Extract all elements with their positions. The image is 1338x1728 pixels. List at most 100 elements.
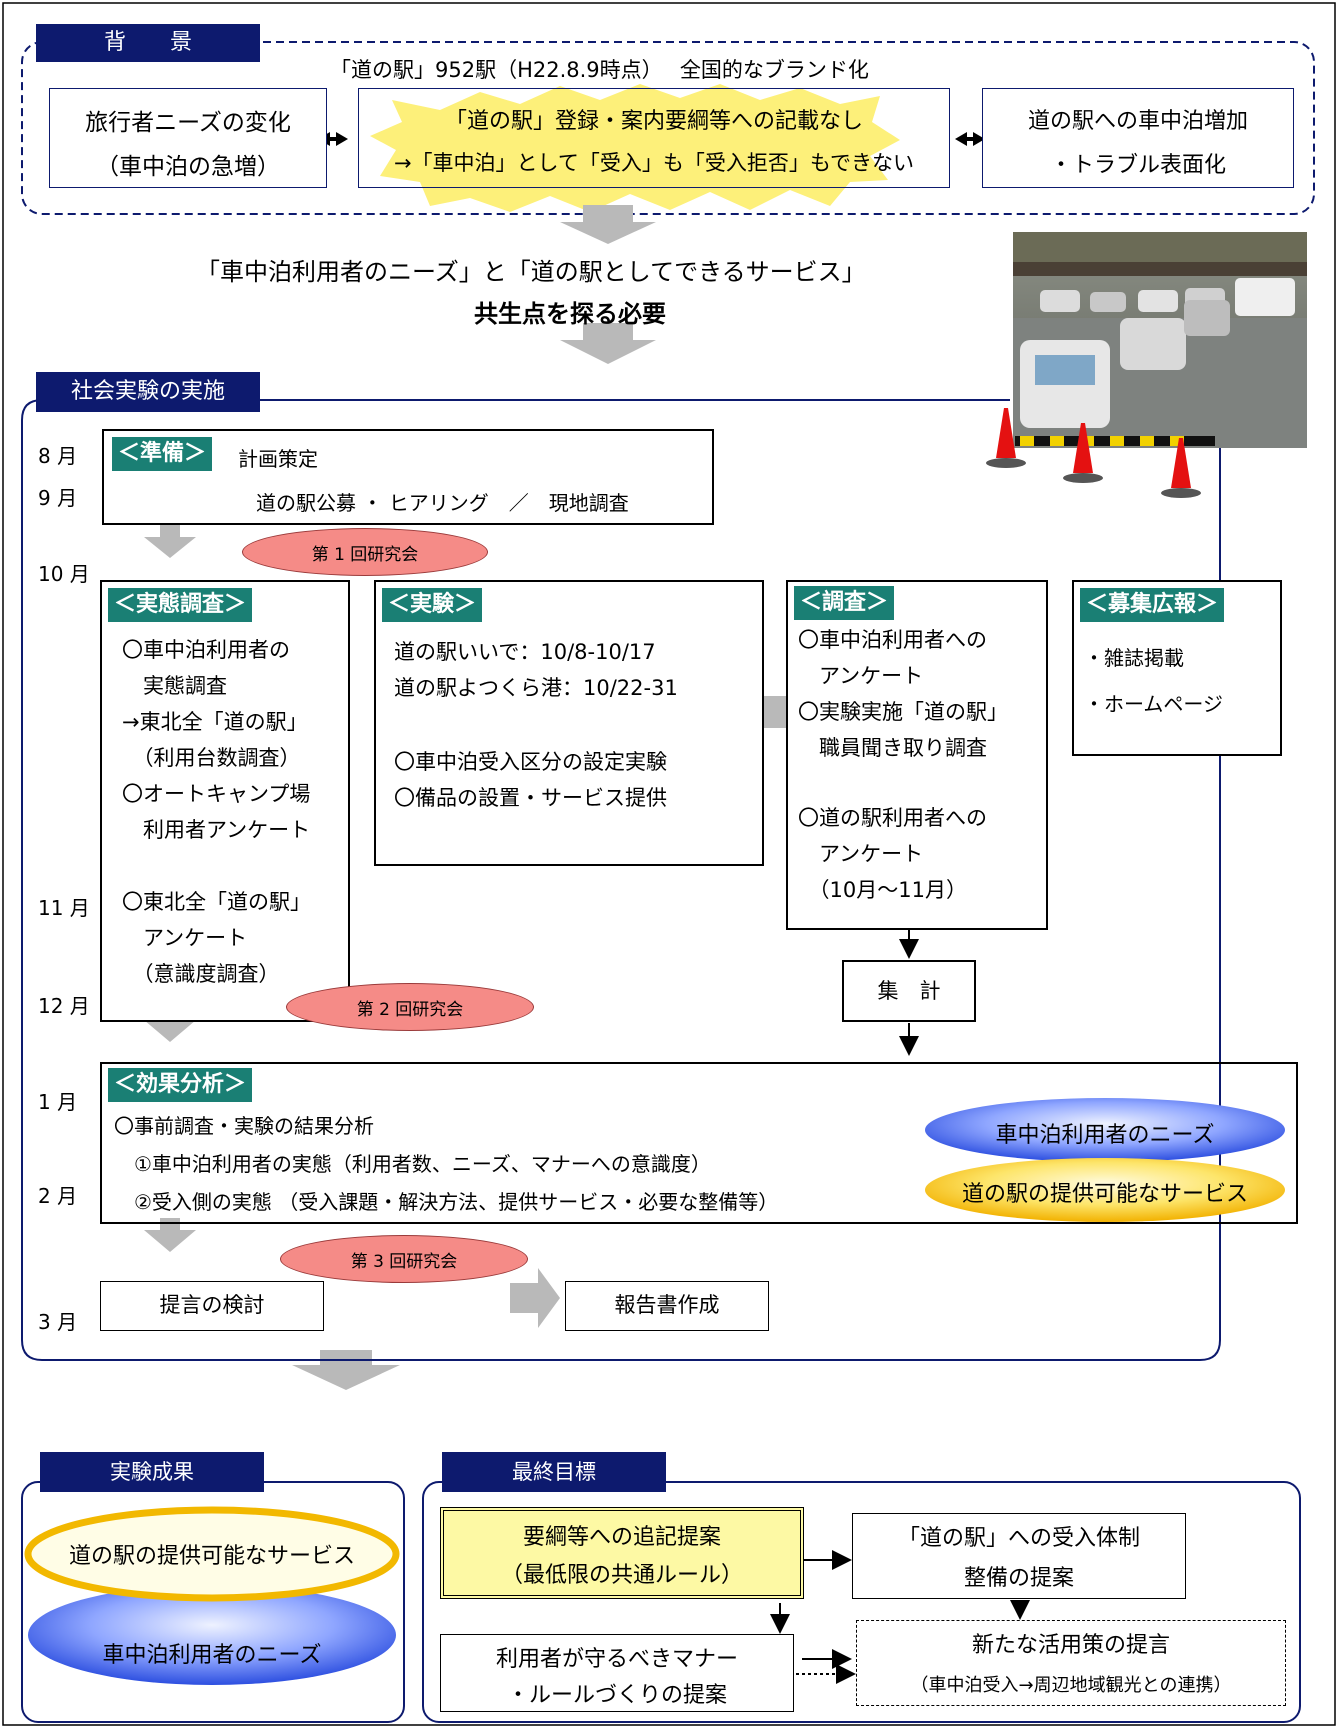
- meeting-2-label: 第 2 回研究会: [356, 999, 464, 1020]
- proposal-review-box: 提言の検討: [100, 1281, 324, 1331]
- guideline-proposal-box: 要綱等への追記提案 （最低限の共通ルール）: [440, 1507, 804, 1599]
- guideline-proposal-line2: （最低限の共通ルール）: [500, 1563, 743, 1588]
- highlight-burst: [370, 84, 900, 212]
- traffic-cone-icon: [1063, 423, 1103, 483]
- aggregate-label: 集 計: [877, 979, 941, 1003]
- meeting-3-label: 第 3 回研究会: [350, 1251, 458, 1272]
- background-frame: [21, 41, 1315, 215]
- gray-arrow-6: [292, 1350, 400, 1390]
- results-tab-label: 実験成果: [110, 1460, 194, 1484]
- survey-list-top: 〇車中泊利用者への アンケート 〇実験実施「道の駅」 職員聞き取り調査: [798, 622, 1008, 766]
- month-feb: 2 月: [38, 1184, 78, 1208]
- manner-rules-line1: 利用者が守るべきマナー: [495, 1647, 738, 1672]
- gray-arrow-5: [144, 1218, 196, 1252]
- no-guideline-line2: →「車中泊」として「受入」も「受入拒否」もできない: [393, 151, 915, 175]
- results-yellow-oval: [24, 1506, 400, 1602]
- survey-item: （10月～11月）: [798, 878, 967, 902]
- meeting-1-label: 第 1 回研究会: [311, 544, 419, 565]
- trial-line3: 〇車中泊受入区分の設定実験: [394, 750, 667, 774]
- traffic-cone-icon: [986, 408, 1026, 468]
- actual-survey-label: ＜実態調査＞: [108, 588, 253, 622]
- analysis-yellow-oval-label: 道の駅の提供可能なサービス: [961, 1182, 1248, 1207]
- month-dec: 12 月: [38, 994, 90, 1018]
- analysis-label: ＜効果分析＞: [108, 1068, 253, 1102]
- month-aug: 8 月: [38, 444, 78, 468]
- analysis-box: ＜効果分析＞ 〇事前調査・実験の結果分析 ①車中泊利用者の実態（利用者数、ニーズ…: [100, 1062, 1298, 1224]
- goal-tab: 最終目標: [442, 1452, 666, 1492]
- analysis-line3: ②受入側の実態 （受入課題・解決方法、提供サービス・必要な整備等）: [114, 1190, 779, 1214]
- gray-arrow-right: [510, 1268, 560, 1328]
- need-point: 共生点を探る必要: [474, 300, 666, 328]
- survey-item: 〇実験実施「道の駅」: [798, 700, 1008, 724]
- actual-survey-item: 利用者アンケート: [122, 818, 311, 842]
- experiment-tab-label: 社会実験の実施: [70, 379, 225, 404]
- background-tab: 背 景: [36, 24, 260, 62]
- gray-arrow-1: [560, 205, 656, 244]
- actual-survey-item: 〇東北全「道の駅」: [122, 890, 311, 914]
- prep-label: ＜準備＞: [112, 437, 213, 471]
- analysis-blue-oval: [925, 1098, 1285, 1162]
- analysis-blue-oval-label: 車中泊利用者のニーズ: [995, 1123, 1215, 1148]
- analysis-line1: 〇事前調査・実験の結果分析: [114, 1114, 374, 1138]
- publicity-line2: ・ホームページ: [1084, 692, 1223, 716]
- actual-survey-item: 〇車中泊利用者の: [122, 638, 290, 662]
- gray-arrow-2: [560, 323, 656, 364]
- trial-line4: 〇備品の設置・サービス提供: [394, 786, 667, 810]
- survey-label: ＜調査＞: [794, 586, 895, 620]
- trial-box: ＜実験＞ 道の駅いいで：10/8-10/17 道の駅よつくら港：10/22-31…: [374, 580, 764, 866]
- overnight-increase-line1: 道の駅への車中泊増加: [1027, 109, 1248, 134]
- analysis-yellow-oval: [925, 1158, 1285, 1222]
- goal-tab-label: 最終目標: [512, 1460, 596, 1484]
- actual-survey-item: 実態調査: [122, 674, 227, 698]
- traveler-needs-line2: （車中泊の急増）: [96, 154, 280, 180]
- new-utilization-line2: （車中泊受入→周辺地域観光との連携）: [910, 1675, 1232, 1696]
- trial-line1: 道の駅いいで：10/8-10/17: [394, 640, 656, 664]
- no-guideline-line1: 「道の駅」登録・案内要綱等への記載なし: [444, 109, 863, 134]
- publicity-box: ＜募集広報＞ ・雑誌掲載 ・ホームページ: [1072, 580, 1282, 756]
- trial-label: ＜実験＞: [382, 588, 483, 622]
- results-blue-oval: [28, 1585, 396, 1685]
- analysis-line2: ①車中泊利用者の実態（利用者数、ニーズ、マナーへの意識度）: [114, 1152, 711, 1176]
- trial-line2: 道の駅よつくら港：10/22-31: [394, 676, 678, 700]
- meeting-3-oval: 第 3 回研究会: [280, 1235, 528, 1283]
- actual-survey-box: ＜実態調査＞ 〇車中泊利用者の 実態調査 →東北全「道の駅」 （利用台数調査） …: [100, 580, 350, 1022]
- no-guideline-box: 「道の駅」登録・案内要綱等への記載なし →「車中泊」として「受入」も「受入拒否」…: [358, 88, 950, 188]
- manner-rules-line2: ・ルールづくりの提案: [506, 1683, 727, 1708]
- acceptance-system-line2: 整備の提案: [963, 1566, 1074, 1591]
- month-nov: 11 月: [38, 896, 90, 920]
- acceptance-system-line1: 「道の駅」への受入体制: [897, 1526, 1140, 1551]
- survey-item: アンケート: [798, 664, 924, 688]
- results-tab: 実験成果: [40, 1452, 264, 1492]
- manner-rules-box: 利用者が守るべきマナー ・ルールづくりの提案: [440, 1634, 794, 1712]
- survey-box: ＜調査＞ 〇車中泊利用者への アンケート 〇実験実施「道の駅」 職員聞き取り調査…: [786, 580, 1048, 930]
- survey-item: アンケート: [798, 842, 924, 866]
- traveler-needs-box: 旅行者ニーズの変化 （車中泊の急増）: [49, 88, 327, 188]
- actual-survey-item: 〇オートキャンプ場: [122, 782, 311, 806]
- overnight-increase-box: 道の駅への車中泊増加 ・トラブル表面化: [982, 88, 1294, 188]
- report-box: 報告書作成: [565, 1281, 769, 1331]
- survey-item: 〇車中泊利用者への: [798, 628, 987, 652]
- publicity-line1: ・雑誌掲載: [1084, 646, 1184, 670]
- survey-item: 職員聞き取り調査: [798, 736, 987, 760]
- goal-frame: [422, 1481, 1301, 1723]
- meeting-2-oval: 第 2 回研究会: [286, 983, 534, 1031]
- actual-survey-item: →東北全「道の駅」: [122, 710, 308, 734]
- report-label: 報告書作成: [614, 1293, 720, 1317]
- actual-survey-item: アンケート: [122, 926, 248, 950]
- actual-survey-item: （意識度調査）: [122, 962, 280, 986]
- stations-line: 「道の駅」952駅（H22.8.9時点） 全国的なブランド化: [330, 58, 869, 82]
- survey-list-bottom: 〇道の駅利用者への アンケート （10月～11月）: [798, 800, 987, 908]
- traveler-needs-line1: 旅行者ニーズの変化: [85, 110, 291, 136]
- month-sep: 9 月: [38, 486, 78, 510]
- traffic-cone-icon: [1161, 438, 1201, 498]
- guideline-proposal-line1: 要綱等への追記提案: [522, 1525, 721, 1550]
- gray-arrow-4: [144, 1008, 196, 1042]
- actual-survey-item: （利用台数調査）: [122, 746, 301, 770]
- prep-line2: 道の駅公募 ・ ヒアリング ／ 現地調査: [256, 491, 629, 515]
- results-blue-label: 車中泊利用者のニーズ: [102, 1643, 322, 1668]
- new-utilization-box: 新たな活用策の提言 （車中泊受入→周辺地域観光との連携）: [856, 1620, 1286, 1706]
- prep-box: ＜準備＞ 計画策定 道の駅公募 ・ ヒアリング ／ 現地調査: [102, 429, 714, 525]
- double-arrow-right: [955, 132, 985, 146]
- month-oct: 10 月: [38, 562, 90, 586]
